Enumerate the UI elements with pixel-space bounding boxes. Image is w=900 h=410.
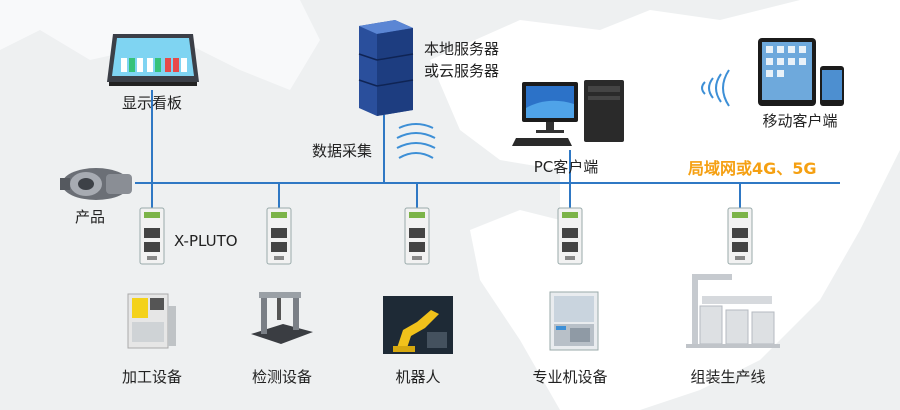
gateway-label: X-PLUTO [174,232,238,250]
mobile-wifi-icon [701,69,730,107]
data-collection-label: 数据采集 [312,142,373,160]
device-label-inspection: 检测设备 [251,368,313,386]
cnc-machine-icon [127,293,176,349]
pc-icon [512,80,624,146]
connector-display [151,90,153,182]
network-bus-line [135,182,840,184]
gateway-icon [557,207,583,265]
assembly-line-icon [686,274,780,348]
mobile-client-label: 移动客户端 [762,112,838,130]
product-label: 产品 [74,208,106,226]
gateway-icon [727,207,753,265]
device-label-robot: 机器人 [395,368,441,386]
connector-gw4 [569,184,571,214]
product-icon [60,168,132,200]
connector-gw3 [416,184,418,214]
server-icon [358,20,414,116]
device-label-assembly: 组装生产线 [690,368,766,386]
wifi-icon [396,123,436,159]
special-machine-icon [549,291,599,351]
server-label-line1: 本地服务器 [424,40,500,58]
gateway-icon [139,207,165,265]
connector-gw5 [739,184,741,214]
connector-gw1 [151,184,153,214]
gateway-icon [404,207,430,265]
network-label: 局域网或4G、5G [688,159,817,178]
connector-pc [569,150,571,182]
connector-server [383,115,385,182]
mobile-devices-icon [758,38,844,106]
pc-client-label: PC客户端 [533,158,599,176]
measuring-machine-icon [251,292,313,344]
robot-icon [383,296,453,354]
gateway-icon [266,207,292,265]
server-label-line2: 或云服务器 [424,62,500,80]
connector-gw2 [278,184,280,214]
device-label-machining: 加工设备 [121,368,183,386]
display-board-label: 显示看板 [121,94,183,112]
device-label-special: 专业机设备 [532,368,608,386]
display-board-icon [107,34,199,86]
